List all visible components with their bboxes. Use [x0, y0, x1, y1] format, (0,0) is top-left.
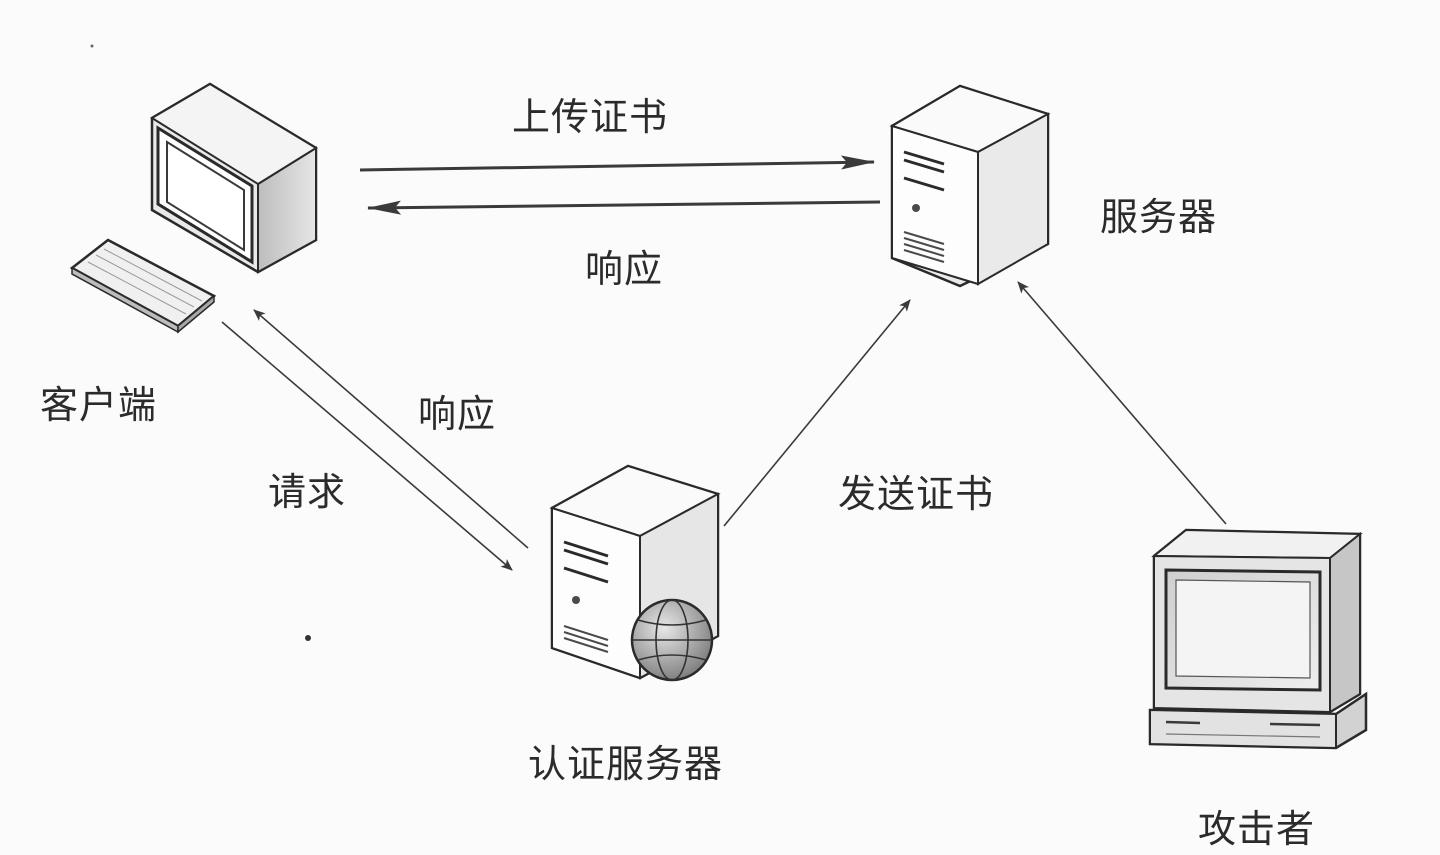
auth-response-arrow	[253, 309, 529, 549]
upload-cert-label: 上传证书	[512, 95, 669, 139]
attacker-label: 攻击者	[1198, 807, 1316, 851]
attack-arrow	[1017, 281, 1227, 525]
scan-speck	[305, 635, 311, 641]
auth-response-label: 响应	[418, 392, 497, 436]
upload-cert-arrow	[359, 155, 875, 172]
scan-speck	[90, 44, 94, 48]
server-label: 服务器	[1100, 195, 1218, 239]
laptop-computer-icon	[1148, 528, 1368, 750]
server-response-arrow	[367, 200, 881, 215]
server-response-label: 响应	[585, 247, 664, 291]
desktop-computer-icon	[69, 82, 318, 334]
request-arrow	[221, 321, 513, 571]
client-label: 客户端	[40, 383, 158, 427]
server-globe-icon	[549, 464, 721, 682]
send-cert-arrow	[723, 299, 911, 527]
send-cert-label: 发送证书	[838, 472, 995, 516]
server-tower-icon	[889, 84, 1051, 288]
auth-server-label: 认证服务器	[528, 742, 724, 786]
request-label: 请求	[268, 470, 347, 514]
